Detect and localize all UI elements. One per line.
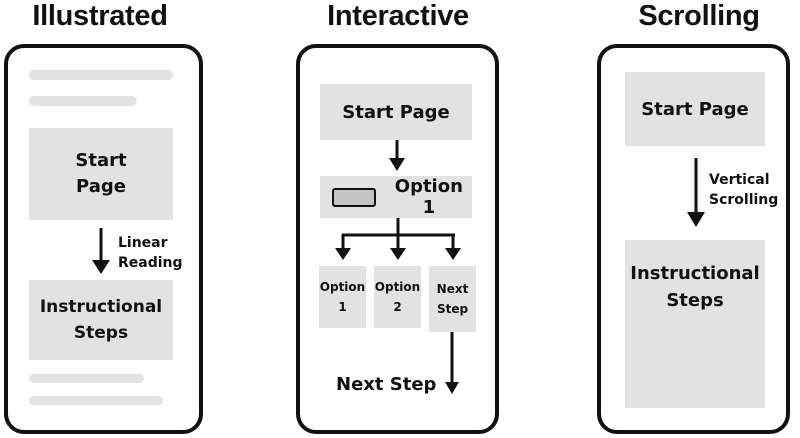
- next-step-label: Next Step: [336, 374, 437, 395]
- instructional-steps-box: Instructional Steps: [625, 240, 765, 408]
- phone-illustrated: [4, 44, 203, 434]
- choice-next-step[interactable]: Next Step: [429, 266, 476, 332]
- start-page-box: Start Page: [29, 128, 173, 220]
- down-arrow-icon: [92, 228, 110, 274]
- panel-title-scrolling: Scrolling: [638, 0, 760, 32]
- placeholder-line: [29, 70, 173, 80]
- checkbox-icon[interactable]: [332, 187, 376, 207]
- choice-option-1[interactable]: Option 1: [319, 266, 366, 328]
- down-arrow-icon: [687, 158, 705, 227]
- start-page-box: Start Page: [320, 84, 472, 140]
- placeholder-line: [29, 374, 144, 383]
- instructional-steps-box: Instructional Steps: [29, 280, 173, 360]
- vertical-scrolling-label: Vertical Scrolling: [709, 172, 779, 208]
- linear-reading-label: Linear Reading: [118, 235, 183, 271]
- start-page-box: Start Page: [625, 72, 765, 146]
- panel-title-illustrated: Illustrated: [32, 0, 168, 32]
- panel-title-interactive: Interactive: [327, 0, 469, 32]
- placeholder-line: [29, 396, 163, 405]
- option-selector[interactable]: Option 1: [320, 176, 472, 218]
- placeholder-line: [29, 96, 137, 106]
- down-arrow-icon: [389, 140, 405, 171]
- option-selector-label: Option 1: [394, 176, 463, 218]
- choice-option-2[interactable]: Option 2: [374, 266, 421, 328]
